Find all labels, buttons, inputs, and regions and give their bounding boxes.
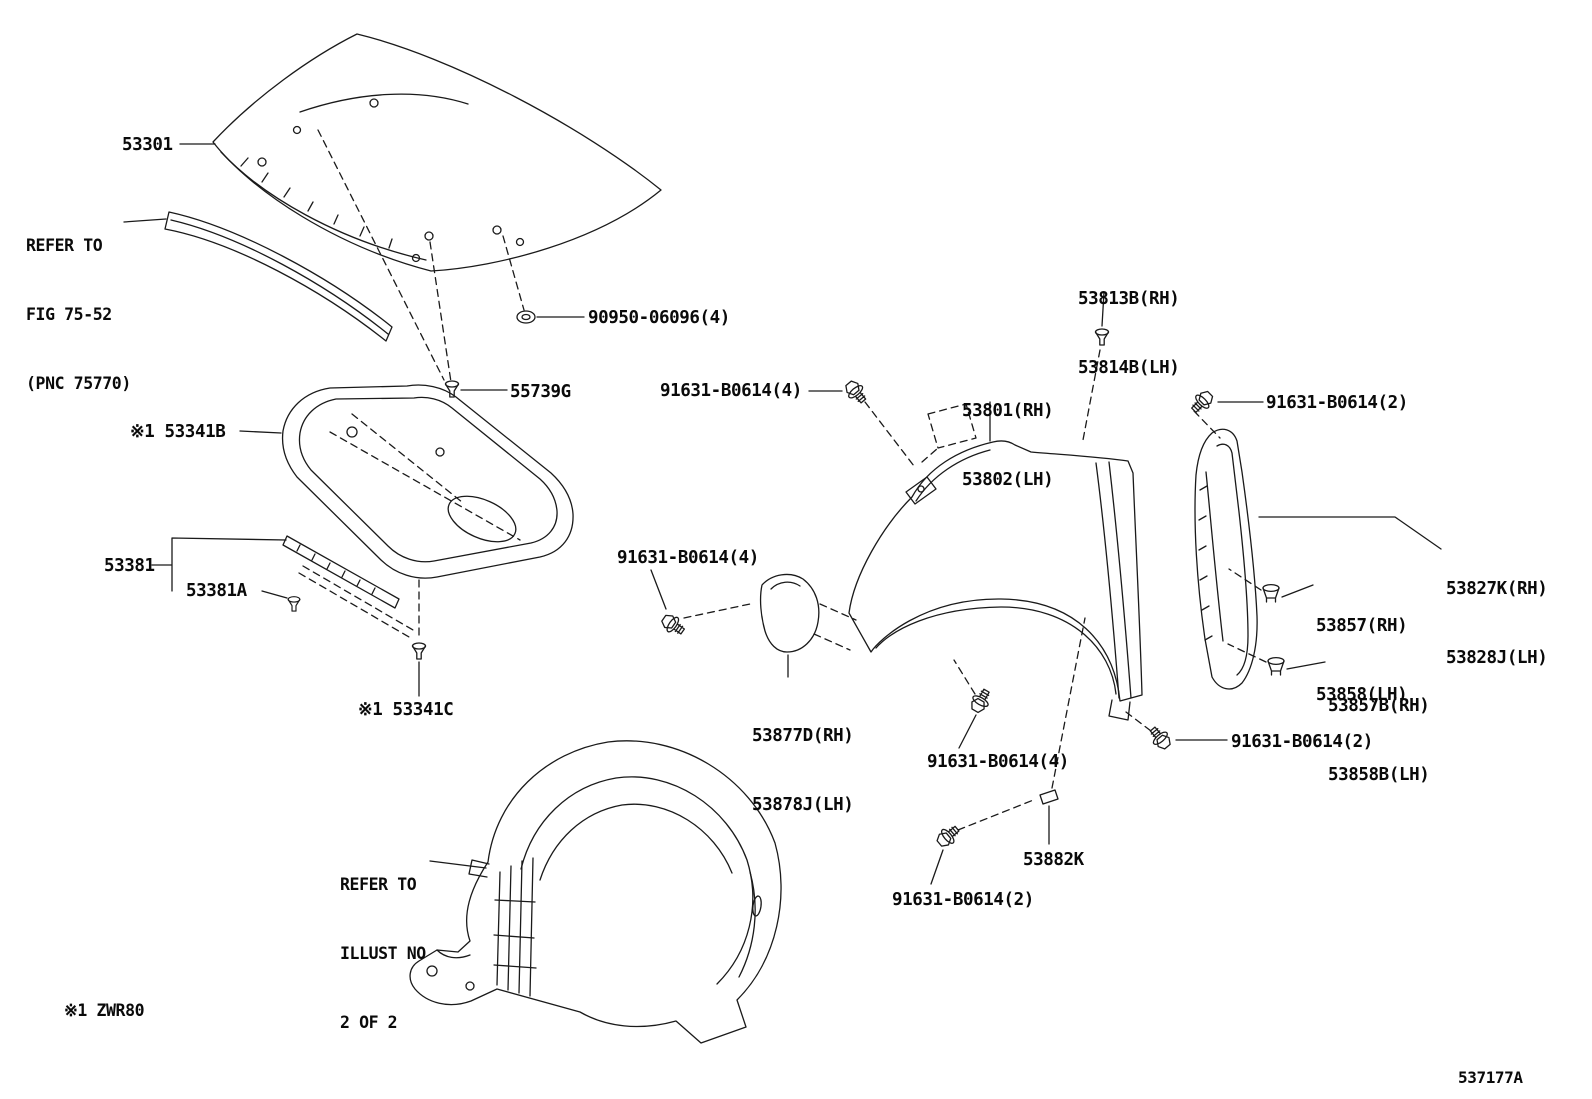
hood-seal-strip-drawing	[151, 535, 414, 638]
part-label-hood-clip[interactable]: 55739G	[510, 382, 571, 402]
hood-fasteners-drawing	[444, 310, 585, 398]
insulator-clip-icon	[411, 642, 427, 660]
brace-grommet-b-icon	[1267, 656, 1285, 676]
part-label-hood-grommet[interactable]: 90950-06096(4)	[588, 308, 730, 328]
part-label-brace-clip-b[interactable]: 53857B(RH) 53858B(LH)	[1328, 649, 1430, 833]
bolt-icon	[658, 610, 689, 640]
note-line: 2 OF 2	[340, 1013, 398, 1032]
fender-drawing	[848, 291, 1152, 732]
bolt-icon	[1145, 722, 1175, 753]
part-label-bolt-protector[interactable]: 91631-B0614(4)	[617, 548, 759, 568]
part-label-brace-clip-b-lh: 53858B(LH)	[1328, 765, 1430, 785]
part-label-fender[interactable]: 53801(RH) 53802(LH)	[962, 354, 1054, 538]
bolt-icon	[933, 821, 964, 851]
note-hood-seal-ref: REFER TO FIG 75-52 (PNC 75770)	[26, 188, 131, 441]
note-line: REFER TO	[26, 236, 103, 255]
part-label-fender-rh: 53801(RH)	[962, 401, 1054, 421]
part-label-fender-clip[interactable]: 53882K	[1023, 850, 1084, 870]
fender-liner-drawing	[409, 740, 782, 1044]
part-label-hood[interactable]: 53301	[122, 135, 173, 155]
part-label-bolt-fender-bottom[interactable]: 91631-B0614(4)	[927, 752, 1069, 772]
note-line: (PNC 75770)	[26, 374, 131, 393]
diagram-footnote: ※1 ZWR80	[64, 1001, 145, 1020]
part-label-fender-brace[interactable]: 53827K(RH) 53828J(LH)	[1446, 532, 1548, 716]
part-label-brace-clip-a-lh: 53858(LH)	[1316, 685, 1408, 705]
part-label-fender-brace-rh: 53827K(RH)	[1446, 579, 1548, 599]
part-label-brace-clip-a-rh: 53857(RH)	[1316, 616, 1408, 636]
part-label-bolt-brace-top[interactable]: 91631-B0614(2)	[1266, 393, 1408, 413]
note-line: ILLUST NO	[340, 944, 426, 963]
fender-protector-drawing	[759, 573, 857, 678]
part-label-fender-pin-rh: 53813B(RH)	[1078, 289, 1180, 309]
part-label-fender-brace-lh: 53828J(LH)	[1446, 648, 1548, 668]
part-label-bolt-fender-top[interactable]: 91631-B0614(4)	[660, 381, 802, 401]
part-label-hood-insulator[interactable]: ※1 53341B	[130, 422, 226, 442]
part-label-fender-protector-rh: 53877D(RH)	[752, 726, 854, 746]
drawing-code: 537177A	[1458, 1068, 1523, 1087]
fender-brace-drawing	[1194, 428, 1442, 690]
part-label-fender-pin[interactable]: 53813B(RH) 53814B(LH)	[1078, 242, 1180, 426]
part-label-fender-pin-lh: 53814B(LH)	[1078, 358, 1180, 378]
part-label-fender-protector-lh: 53878J(LH)	[752, 795, 854, 815]
hood-insulator-drawing	[239, 384, 574, 697]
fender-clip-drawing	[1039, 617, 1086, 845]
part-label-hood-seal-strip[interactable]: 53381	[104, 556, 155, 576]
brace-grommet-a-icon	[1262, 583, 1280, 603]
part-label-brace-clip-b-rh: 53857B(RH)	[1328, 696, 1430, 716]
bolt-icon	[966, 685, 995, 716]
part-label-bolt-liner[interactable]: 91631-B0614(2)	[892, 890, 1034, 910]
part-label-bolt-brace-bottom[interactable]: 91631-B0614(2)	[1231, 732, 1373, 752]
part-label-fender-protector[interactable]: 53877D(RH) 53878J(LH)	[752, 679, 854, 863]
hood-panel-drawing	[179, 33, 662, 383]
grommet-icon	[516, 310, 536, 324]
bolt-icons	[650, 377, 1264, 885]
part-label-brace-clip-a[interactable]: 53857(RH) 53858(LH)	[1316, 569, 1408, 753]
part-label-insulator-clip[interactable]: ※1 53341C	[358, 700, 454, 720]
seal-clip-icon	[287, 596, 301, 612]
part-label-fender-lh: 53802(LH)	[962, 470, 1054, 490]
note-line: REFER TO	[340, 875, 417, 894]
bolt-icon	[1187, 387, 1217, 417]
hood-front-seal-drawing	[123, 211, 393, 342]
note-line: FIG 75-52	[26, 305, 112, 324]
part-label-hood-seal-clip[interactable]: 53381A	[186, 581, 247, 601]
note-liner-ref: REFER TO ILLUST NO 2 OF 2	[340, 827, 426, 1080]
